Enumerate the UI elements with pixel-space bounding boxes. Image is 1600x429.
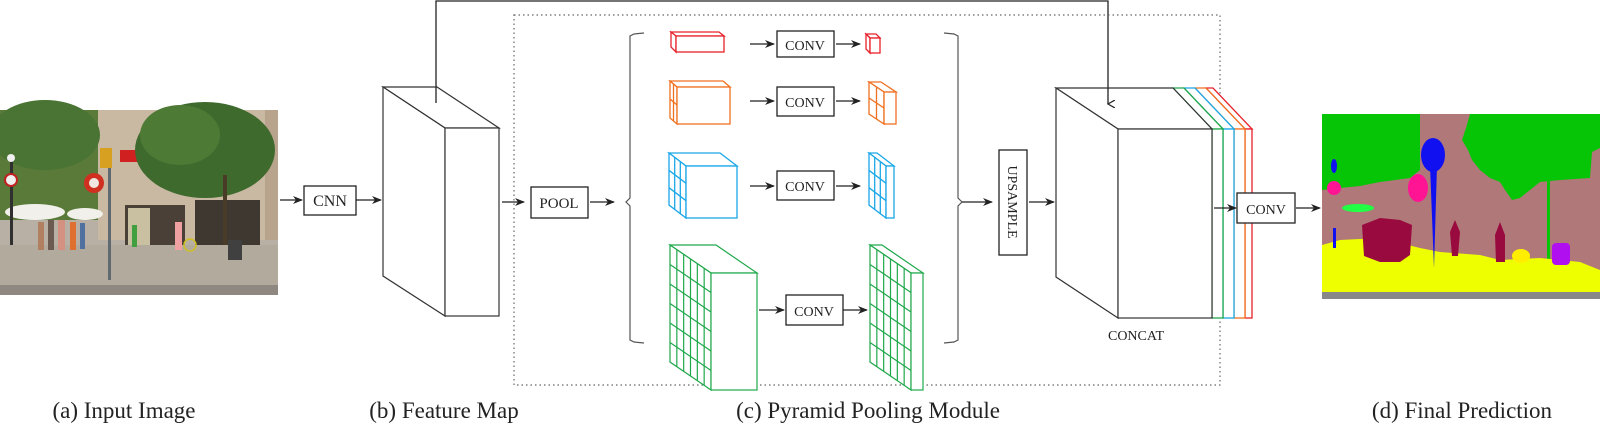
feature-map-cuboid <box>381 85 501 318</box>
pyramid-level-2: CONV <box>668 79 899 126</box>
cnn-block: CNN <box>303 185 357 216</box>
final-conv-label: CONV <box>1246 203 1286 218</box>
caption-final-prediction: (d) Final Prediction <box>1372 398 1553 423</box>
conv-block-1 <box>776 30 835 58</box>
final-conv-block: CONV <box>1236 192 1296 224</box>
conv-label-4: CONV <box>794 305 834 320</box>
right-bracket <box>943 32 963 344</box>
left-bracket <box>625 32 645 344</box>
caption-feature-map: (b) Feature Map <box>369 398 518 423</box>
pool-label: POOL <box>539 196 578 212</box>
pyramid-level-1: CONV <box>669 30 882 58</box>
level-3-pooled-cuboid <box>667 151 739 220</box>
level-4-conv-cuboid <box>868 243 925 392</box>
level-1-pooled-cuboid <box>669 30 726 54</box>
pyramid-level-3: CONV <box>667 151 896 220</box>
conv-label-2: CONV <box>785 96 825 111</box>
conv-label-1: CONV <box>785 39 825 54</box>
upsample-label: UPSAMPLE <box>1004 165 1019 238</box>
level-4-pooled-cuboid <box>668 243 759 392</box>
conv-block-2 <box>776 86 835 117</box>
pyramid-level-4: CONV <box>668 243 925 392</box>
caption-pyramid-pooling-module: (c) Pyramid Pooling Module <box>736 398 1000 423</box>
final-prediction-map <box>1322 114 1600 299</box>
concat-cuboid <box>1054 86 1254 320</box>
caption-input-image: (a) Input Image <box>52 398 195 423</box>
cnn-label: CNN <box>313 193 347 210</box>
level-1-conv-cuboid <box>864 32 882 55</box>
level-2-pooled-cuboid <box>668 79 732 126</box>
input-image <box>0 100 278 295</box>
conv-block-3 <box>776 170 835 201</box>
skip-connection <box>435 0 1108 106</box>
level-2-conv-cuboid <box>866 80 899 126</box>
pool-block: POOL <box>530 186 589 219</box>
level-3-conv-cuboid <box>867 151 896 220</box>
conv-label-3: CONV <box>785 180 825 195</box>
conv-block-4 <box>785 294 844 326</box>
concat-label: CONCAT <box>1108 329 1164 344</box>
upsample-block: UPSAMPLE <box>998 149 1028 256</box>
